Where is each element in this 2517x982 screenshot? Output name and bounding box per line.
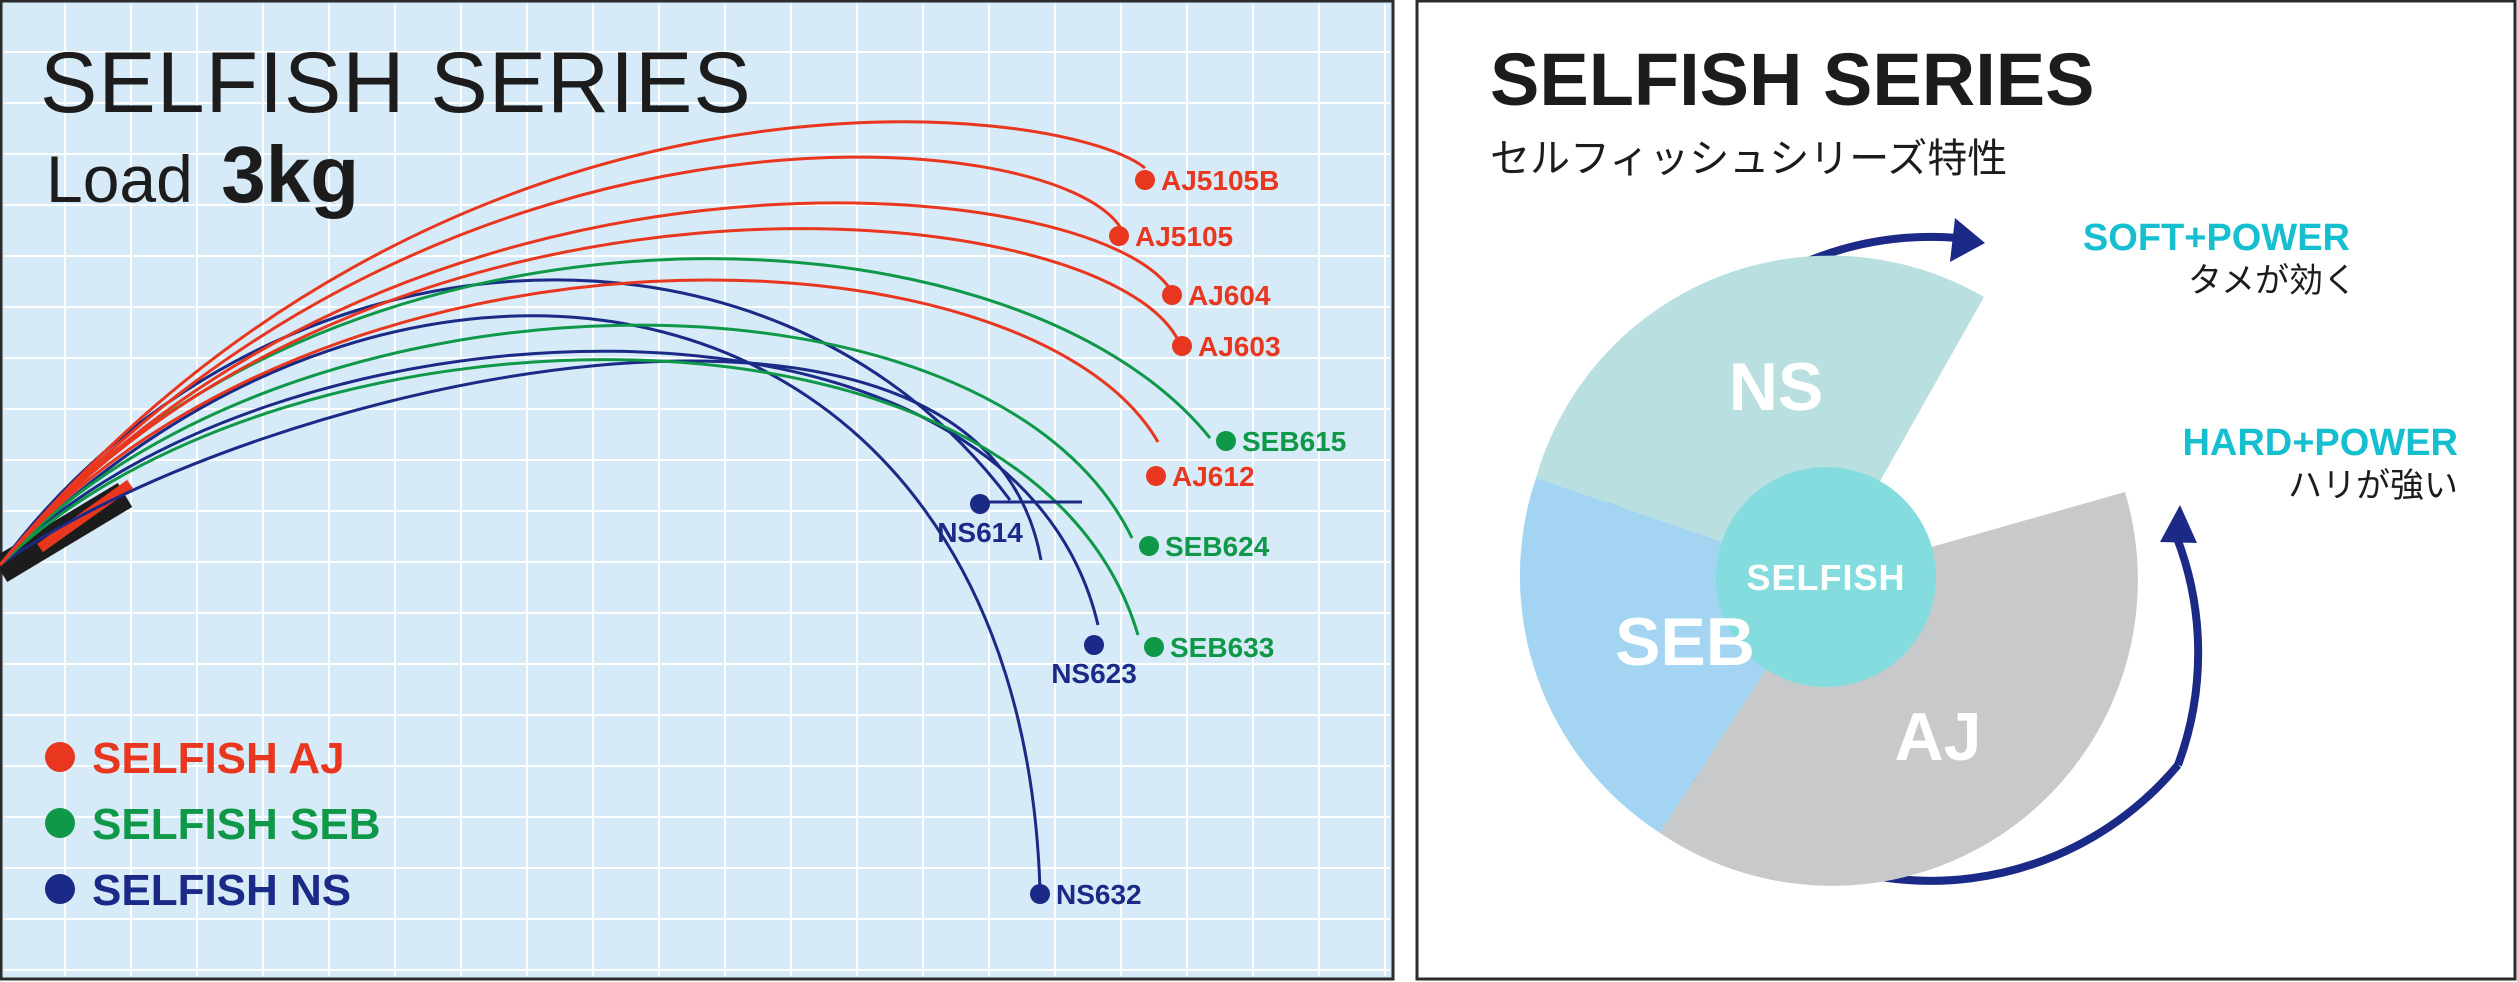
legend-label: SELFISH NS: [92, 866, 351, 915]
rod-marker-aj5105b: [1135, 170, 1155, 190]
rod-marker-ns614: [970, 494, 990, 514]
rod-curve-ns614: [0, 278, 1012, 566]
rod-curve-ns632-tip: [0, 314, 1042, 891]
rod-label-aj604: AJ604: [1188, 280, 1271, 311]
rod-label-seb615: SEB615: [1242, 426, 1346, 457]
rod-label-seb624: SEB624: [1165, 531, 1270, 562]
legend-marker: [45, 808, 75, 838]
rod-curve-aj612: [0, 278, 1160, 566]
soft-power-label: SOFT+POWER: [2083, 217, 2350, 259]
soft-power-description: タメが効く: [2188, 261, 2357, 301]
rod-marker-aj603: [1172, 336, 1192, 356]
rod-marker-seb633: [1144, 637, 1164, 657]
load-caption: Load 3kg: [46, 130, 359, 219]
selfish-core-circle: [1716, 467, 1936, 687]
chart-title: SELFISH SERIES: [40, 35, 752, 131]
rod-label-aj603: AJ603: [1198, 331, 1281, 362]
rod-label-aj612: AJ612: [1172, 461, 1255, 492]
rod-curve-aj5105b: [0, 120, 1146, 566]
rod-marker-seb624: [1139, 536, 1159, 556]
rod-butt-highlight: [37, 479, 133, 553]
rod-marker-aj612: [1146, 466, 1166, 486]
segment-aj: [1660, 492, 2138, 886]
rod-label-aj5105: AJ5105: [1135, 221, 1233, 252]
legend-label: SELFISH AJ: [92, 734, 345, 783]
rod-marker-aj5105: [1109, 226, 1129, 246]
rod-curve-ns623: [0, 349, 1100, 626]
load-prefix: Load: [46, 142, 193, 216]
characteristics-subtitle: セルフィッシュシリーズ特性: [1490, 136, 2007, 182]
hard-power-label: HARD+POWER: [2182, 422, 2458, 464]
segment-ns-label: NS: [1729, 349, 1823, 425]
rod-label-ns614: NS614: [937, 517, 1023, 548]
rod-label-aj5105b: AJ5105B: [1161, 165, 1279, 196]
segment-aj-label: AJ: [1895, 699, 1982, 775]
hard-power-description: ハリが強い: [2288, 466, 2458, 506]
segment-seb-label: SEB: [1615, 604, 1755, 680]
arrow-soft-power-head: [1950, 218, 1985, 262]
legend-marker: [45, 742, 75, 772]
rod-curve-seb624: [0, 323, 1134, 567]
legend-marker: [45, 874, 75, 904]
segment-ns: [1536, 255, 1984, 577]
rod-curve-aj603: [0, 227, 1180, 566]
rod-bend-chart-panel: SELFISH SERIES Load 3kg: [0, 0, 1395, 981]
rod-marker-ns632: [1030, 884, 1050, 904]
rod-label-seb633: SEB633: [1170, 632, 1274, 663]
arrow-hard-power-head: [2160, 505, 2197, 543]
characteristics-title: SELFISH SERIES: [1490, 38, 2094, 121]
series-characteristics-panel: SELFISH SERIES セルフィッシュシリーズ特性 NS SEB AJ S…: [1415, 0, 2517, 981]
rod-marker-aj604: [1162, 285, 1182, 305]
rod-curve-ns632: [0, 359, 1043, 567]
chart-legend: SELFISH AJ SELFISH SEB SELFISH NS: [45, 734, 381, 915]
selfish-core-label: SELFISH: [1746, 557, 1905, 598]
rod-marker-ns623: [1084, 635, 1104, 655]
rod-curve-seb633: [0, 358, 1140, 636]
rod-curve-aj604: [0, 201, 1174, 566]
arrow-hard-power: [2173, 536, 2203, 767]
rod-curve-aj5105: [0, 155, 1124, 566]
rod-label-ns632: NS632: [1056, 879, 1142, 910]
legend-label: SELFISH SEB: [92, 800, 381, 849]
load-value: 3kg: [221, 130, 359, 219]
rod-marker-seb615: [1216, 431, 1236, 451]
rod-label-ns623: NS623: [1051, 658, 1137, 689]
rod-curves: [0, 120, 1212, 891]
